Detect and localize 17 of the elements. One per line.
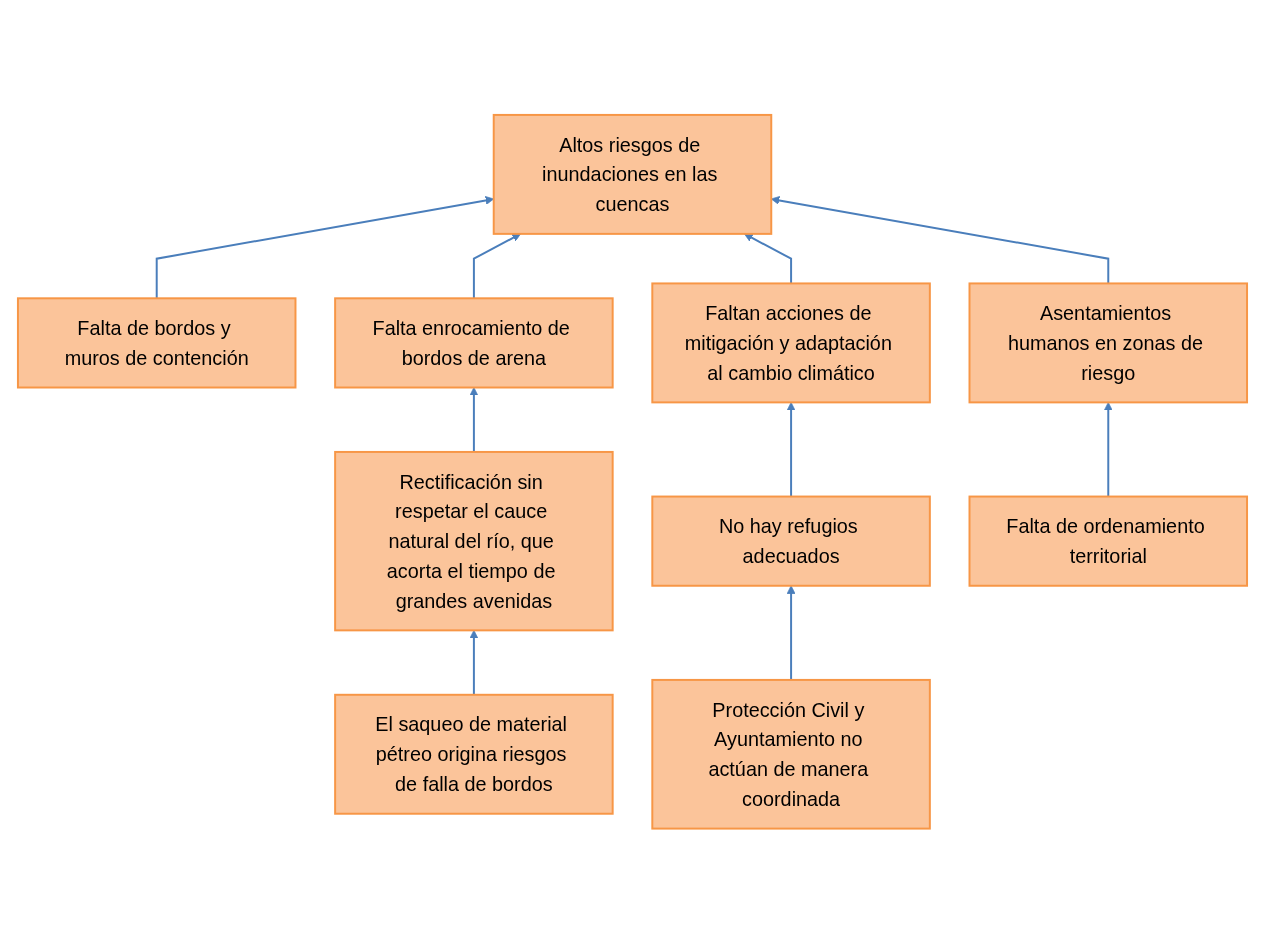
arrow <box>469 629 479 696</box>
node-box: Protección Civil y Ayuntamiento no actúan de manera coordinada <box>651 678 931 830</box>
arrow <box>744 233 793 285</box>
node-box: Asentamientos humanos en zonas de riesgo <box>968 282 1249 404</box>
arrow <box>472 233 521 300</box>
arrow <box>786 401 796 498</box>
node-box: El saqueo de material pétreo origina riesgos de falla de bordos <box>334 693 614 815</box>
node-box: Rectificación sin respetar el cauce natural del río, que acorta el tiempo de grandes avenidas <box>334 450 614 632</box>
node-box: Falta de ordenamiento territorial <box>968 495 1249 587</box>
node-box: Altos riesgos de inundaciones en las cuencas <box>492 113 773 235</box>
node-box: No hay refugios adecuados <box>651 495 931 587</box>
arrow <box>1103 401 1113 498</box>
node-box: Falta enrocamiento de bordos de arena <box>334 297 614 389</box>
arrow <box>786 585 796 681</box>
node-box: Faltan acciones de mitigación y adaptación al cambio climático <box>651 282 931 404</box>
node-box: Falta de bordos y muros de contención <box>16 297 297 389</box>
arrow <box>469 386 479 453</box>
